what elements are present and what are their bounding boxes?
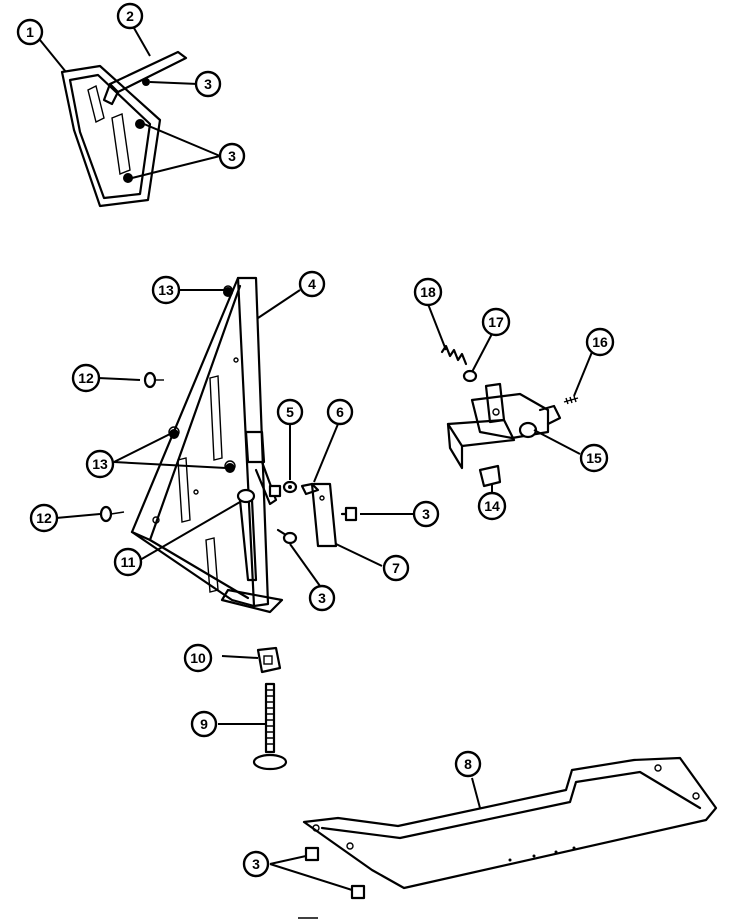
part-bracket-6-7 [300, 482, 338, 548]
svg-text:13: 13 [158, 282, 174, 298]
svg-text:14: 14 [484, 498, 500, 514]
callout-15: 15 [579, 443, 609, 473]
part-nut-17 [462, 369, 478, 383]
callout-8: 8 [454, 750, 482, 778]
part-pin-12-lower [99, 505, 125, 523]
svg-text:6: 6 [336, 404, 344, 420]
callout-4: 4 [298, 270, 326, 298]
callout-10: 10 [183, 643, 213, 673]
callout-13: 13 [85, 449, 115, 479]
callout-17: 17 [481, 307, 511, 337]
part-leg-9 [252, 682, 288, 771]
svg-text:12: 12 [36, 510, 52, 526]
part-valve-assembly-15 [446, 382, 562, 470]
leader-lines [39, 27, 593, 891]
svg-text:1: 1 [26, 24, 34, 40]
part-spring-18 [440, 344, 468, 366]
part-screw-16 [563, 395, 579, 405]
svg-text:13: 13 [92, 456, 108, 472]
callout-7: 7 [382, 554, 410, 582]
callout-3: 3 [308, 584, 336, 612]
part-plate-4 [130, 276, 284, 614]
svg-text:5: 5 [286, 404, 294, 420]
part-clip-10 [256, 646, 282, 674]
callout-3: 3 [194, 70, 222, 98]
svg-text:2: 2 [126, 8, 134, 24]
svg-text:12: 12 [78, 370, 94, 386]
svg-text:16: 16 [592, 334, 608, 350]
callout-2: 2 [116, 2, 144, 30]
callout-3: 3 [412, 500, 440, 528]
svg-text:3: 3 [318, 590, 326, 606]
part-rod-2 [102, 50, 188, 106]
callout-3: 3 [242, 850, 270, 878]
part-screw-3-lower [276, 528, 298, 545]
callout-13: 13 [151, 275, 181, 305]
callout-12: 12 [29, 503, 59, 533]
svg-text:3: 3 [204, 76, 212, 92]
part-pin-12-upper [143, 371, 164, 389]
callout-3: 3 [218, 142, 246, 170]
svg-text:8: 8 [464, 756, 472, 772]
part-nut-5 [282, 480, 298, 494]
part-knob-14 [478, 464, 502, 488]
svg-text:11: 11 [121, 554, 136, 570]
svg-text:15: 15 [586, 450, 602, 466]
callout-6: 6 [326, 398, 354, 426]
callout-5: 5 [276, 398, 304, 426]
callout-18: 18 [413, 277, 443, 307]
svg-text:3: 3 [252, 856, 260, 872]
svg-text:7: 7 [392, 560, 400, 576]
part-lever-11 [236, 488, 258, 582]
part-rail-8 [302, 756, 718, 890]
callout-14: 14 [477, 491, 507, 521]
callout-1: 1 [16, 18, 44, 46]
callout-16: 16 [585, 327, 615, 357]
svg-text:4: 4 [308, 276, 316, 292]
callout-11: 11 [113, 547, 143, 577]
svg-text:18: 18 [420, 284, 436, 300]
svg-text:3: 3 [422, 506, 430, 522]
callout-12: 12 [71, 363, 101, 393]
callout-9: 9 [190, 710, 218, 738]
svg-text:9: 9 [200, 716, 208, 732]
svg-text:10: 10 [190, 650, 206, 666]
part-screw-3-right [340, 506, 358, 522]
part-bracket-1 [60, 64, 162, 208]
svg-text:3: 3 [228, 148, 236, 164]
part-screw-3-bottom [304, 846, 366, 900]
svg-text:17: 17 [488, 314, 504, 330]
